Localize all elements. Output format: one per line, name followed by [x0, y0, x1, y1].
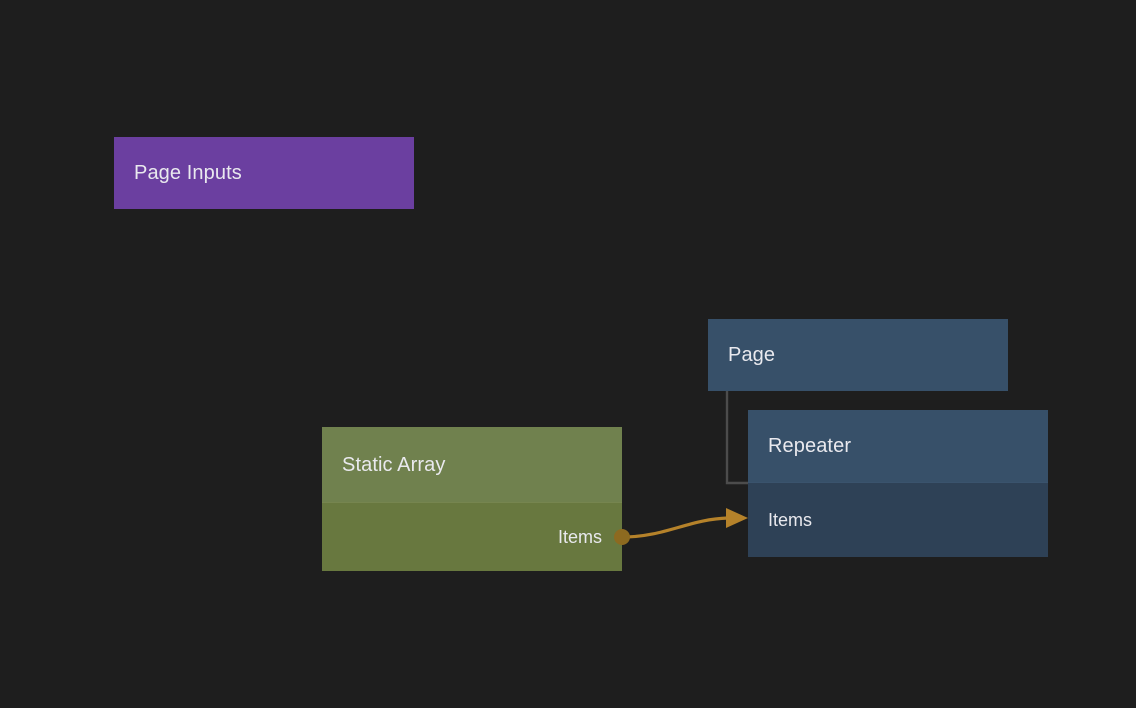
node-repeater-input-row-items[interactable]: Items	[748, 482, 1048, 557]
node-static-array-output-row-items[interactable]: Items	[322, 502, 630, 571]
node-static-array-title: Static Array	[322, 427, 622, 502]
node-repeater[interactable]: Repeater Items	[748, 410, 1048, 557]
node-repeater-title: Repeater	[748, 410, 1048, 482]
node-page-inputs-title: Page Inputs	[114, 137, 414, 209]
node-page-inputs[interactable]: Page Inputs	[114, 137, 414, 209]
data-edge-items-to-items[interactable]	[622, 516, 730, 539]
node-repeater-input-label: Items	[768, 510, 813, 530]
node-page[interactable]: Page	[708, 319, 1008, 391]
edge-arrowhead-icon	[726, 508, 748, 528]
output-port-items[interactable]	[614, 529, 630, 545]
hierarchy-edge-page-to-repeater	[725, 391, 750, 485]
node-page-title: Page	[708, 319, 1008, 391]
node-static-array-output-label: Items	[557, 527, 602, 547]
node-static-array[interactable]: Static Array Items	[322, 427, 630, 571]
